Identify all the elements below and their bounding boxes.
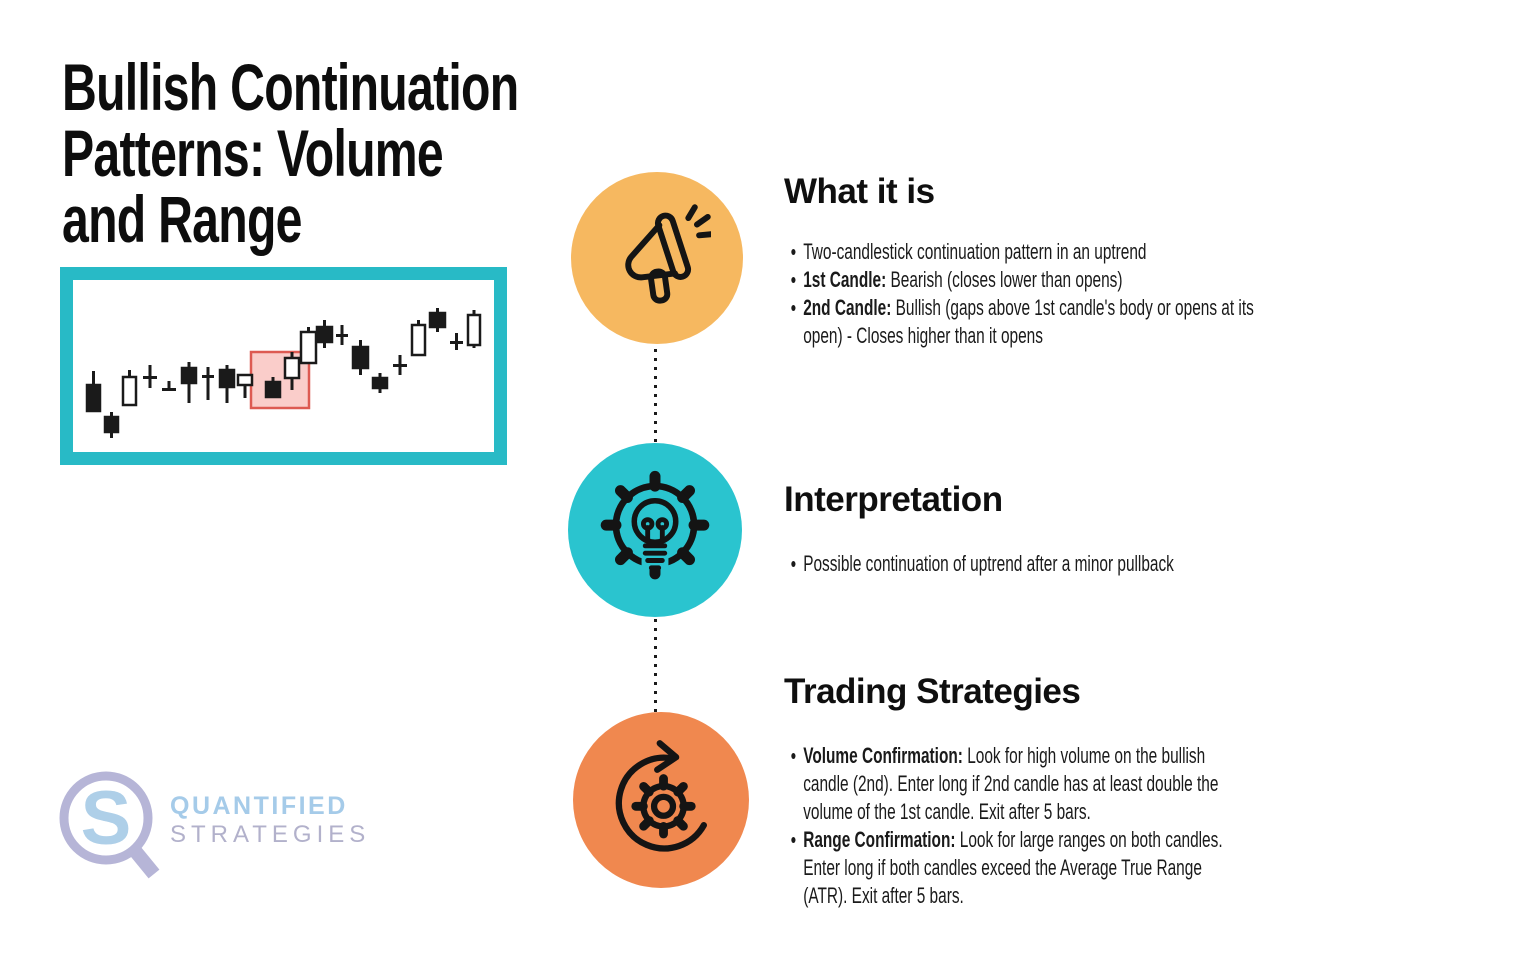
svg-text:S: S: [81, 776, 132, 861]
section-heading-what-it-is: What it is: [784, 172, 935, 211]
doji-candle: [336, 334, 348, 337]
doji-candle: [393, 364, 407, 367]
bear-candle: [315, 325, 334, 344]
interpretation-bullet-list: Possible continuation of uptrend after a…: [785, 550, 1503, 578]
refresh-gear-icon: [615, 740, 707, 852]
doji-candle: [202, 375, 214, 378]
bull-candle: [466, 313, 482, 347]
bullet-item: Range Confirmation: Look for large range…: [791, 826, 1503, 910]
megaphone-icon: [625, 204, 711, 304]
section-heading-trading-strategies: Trading Strategies: [784, 672, 1081, 711]
bear-candle: [85, 383, 102, 413]
candlestick-chart: [85, 308, 482, 438]
trading-strategies-bullet-list: Volume Confirmation: Look for high volum…: [785, 742, 1503, 910]
bear-candle: [218, 368, 236, 389]
bullet-lead: 2nd Candle:: [803, 295, 892, 320]
bullet-item: Two-candlestick continuation pattern in …: [791, 238, 1503, 266]
bullet-item: Volume Confirmation: Look for high volum…: [791, 742, 1503, 826]
doji-candle: [450, 341, 463, 344]
what-it-is-bullet-list: Two-candlestick continuation pattern in …: [785, 238, 1503, 350]
bullet-lead: Range Confirmation:: [803, 827, 956, 852]
bear-candle: [371, 376, 389, 390]
doji-candle: [143, 376, 157, 379]
bear-candle: [103, 415, 120, 434]
trading-strategies-icon-circle: [573, 712, 749, 888]
bear-candle: [180, 366, 198, 385]
bullet-lead: 1st Candle:: [803, 267, 887, 292]
bullet-item: 2nd Candle: Bullish (gaps above 1st cand…: [791, 294, 1503, 350]
brand-name-bottom: STRATEGIES: [170, 821, 371, 848]
section-heading-interpretation: Interpretation: [784, 480, 1003, 519]
bullet-item: Possible continuation of uptrend after a…: [791, 550, 1503, 578]
doji-candle: [162, 388, 176, 391]
bull-candle: [410, 323, 427, 357]
what-it-is-icon-circle: [571, 172, 743, 344]
brand-logo: S QUANTIFIED STRATEGIES: [58, 766, 388, 896]
bull-candle: [299, 330, 318, 365]
bull-candle: [121, 375, 138, 407]
bear-candle: [351, 345, 370, 370]
brand-name-top: QUANTIFIED: [170, 792, 348, 820]
page-title: Bullish Continuation Patterns: Volume an…: [62, 50, 519, 256]
bullet-item: 1st Candle: Bearish (closes lower than o…: [791, 266, 1503, 294]
bull-candle: [236, 373, 254, 387]
bull-candle: [283, 356, 301, 380]
gear-lightbulb-icon: [600, 470, 710, 580]
magnifier-q-logo-icon: S: [59, 771, 160, 879]
bullet-lead: Volume Confirmation:: [803, 743, 963, 768]
interpretation-icon-circle: [568, 443, 742, 617]
candlestick-chart-frame: [60, 267, 507, 465]
bear-candle: [264, 380, 282, 399]
bear-candle: [428, 311, 447, 329]
